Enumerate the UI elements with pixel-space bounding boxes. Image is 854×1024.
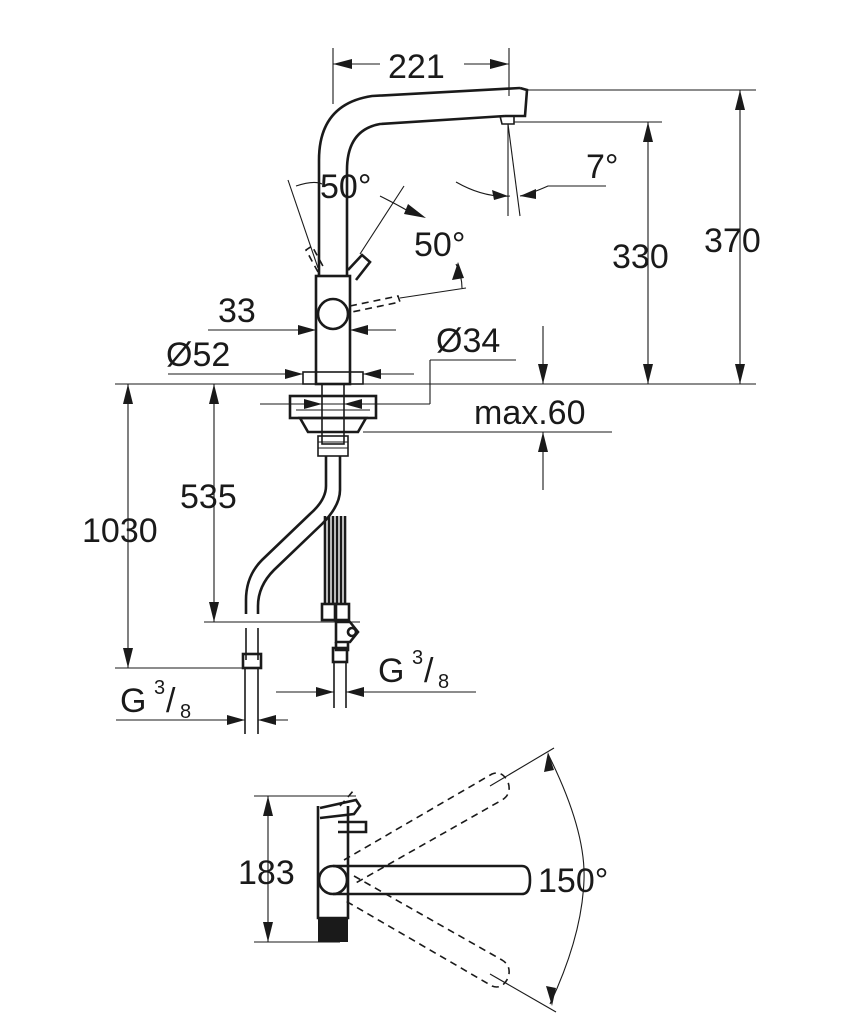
label-total-length: 1030 [82,512,158,550]
top-spout-pivot [317,864,349,896]
label-body-width: 33 [218,292,256,330]
label-connection-right: G 3 / 8 [378,647,449,693]
connection-right-slash: / [424,652,434,690]
lever-open-position [304,244,325,273]
valve-stem [334,642,350,652]
connection-right-den: 8 [438,671,449,693]
shank-thread-lines [318,441,348,449]
check-valve-dot [346,626,358,638]
connection-pipe-right [333,662,347,708]
mount-nut [288,394,378,420]
supply-hose-left-outer [323,516,335,604]
mount-shank [321,383,345,445]
top-view-dimensions [254,747,585,1013]
connection-right-num: 3 [412,647,423,669]
label-swivel-angle: 150° [538,862,608,900]
shank-thread [317,435,349,457]
mount-clamp [297,416,369,434]
spout-head [505,86,529,118]
label-top-view-depth: 183 [238,854,295,892]
label-lever-angle-side: 50° [414,226,465,264]
lever-hub [316,297,350,331]
top-lever-knob [338,820,368,834]
connection-left-num: 3 [154,677,165,699]
connection-pipe-left [244,668,259,734]
dimension-lines [115,48,756,725]
hose-fitting-right [333,602,351,622]
label-connection-left: G 3 / 8 [120,677,191,723]
top-spout [333,864,532,896]
label-hose-length: 535 [180,478,237,516]
connection-left-slash: / [166,682,176,720]
faucet-top-view [316,772,532,988]
connection-nut-right [331,646,349,664]
base-ring [302,371,364,385]
top-base-thread [318,918,348,942]
pullout-hose [244,456,328,614]
dimension-labels: 221 7° 50° 50° 330 370 33 Ø52 Ø34 max.60… [82,48,761,900]
spout-neck-inner [345,114,506,276]
supply-hose-right-outer [335,516,347,604]
top-spout-lower-position [343,875,510,988]
connection-left-den: 8 [180,701,191,723]
top-spout-upper-position [343,772,510,885]
spout-neck [317,86,521,276]
pullout-hose-inner [256,456,342,614]
connection-right-prefix: G [378,652,404,690]
label-max-deck-thickness: max.60 [474,394,586,432]
label-hole-diameter: Ø34 [436,322,500,360]
connection-left-prefix: G [120,682,146,720]
top-lever-dash [339,789,355,807]
label-spout-tilt: 7° [586,148,619,186]
label-base-diameter: Ø52 [166,336,230,374]
label-outlet-height: 330 [612,238,669,276]
top-lever [319,798,362,820]
label-lever-angle-front: 50° [320,168,371,206]
label-total-height: 370 [704,222,761,260]
lever-side-position [349,295,402,313]
lever-handle [347,253,372,281]
label-spout-reach: 221 [388,48,445,86]
